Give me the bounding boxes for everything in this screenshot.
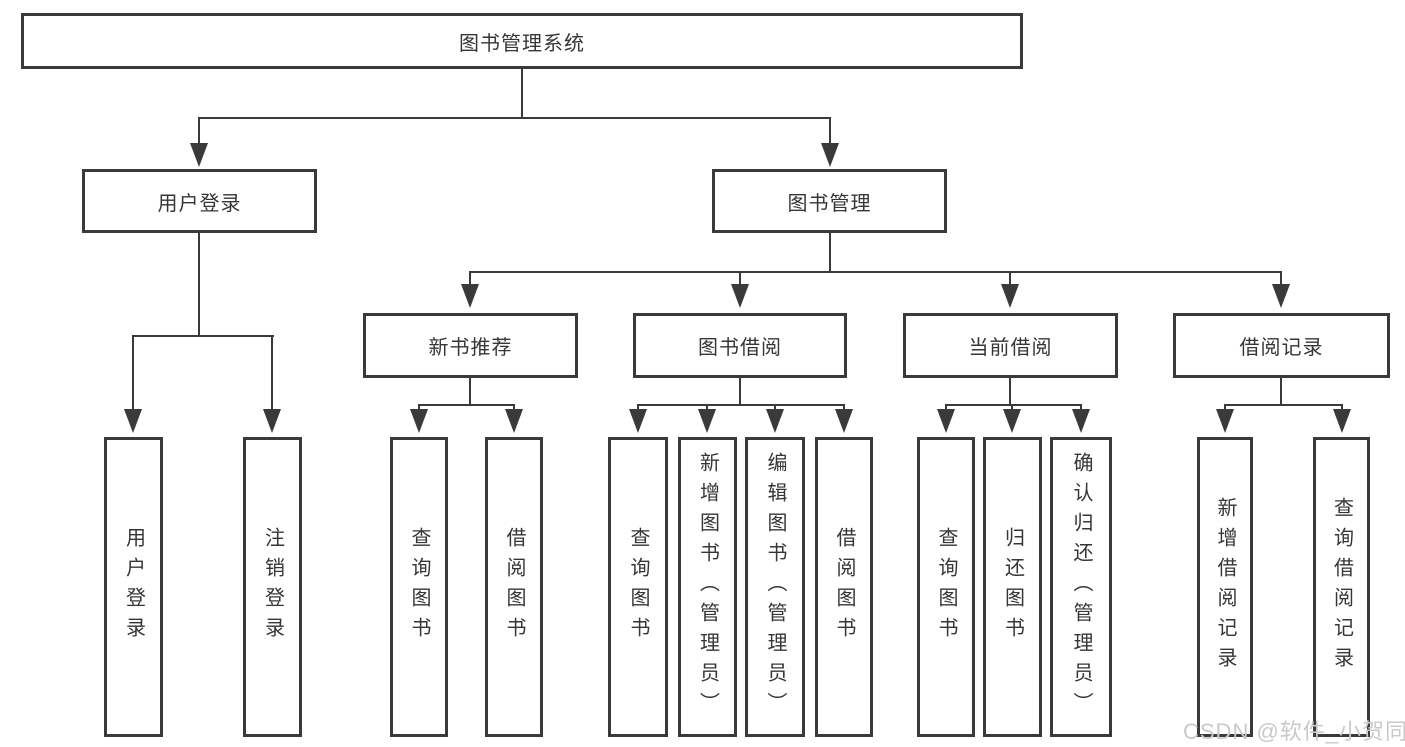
connector-line bbox=[843, 404, 845, 413]
connector-line bbox=[945, 404, 1082, 406]
connector-arrowhead-icon bbox=[1072, 409, 1090, 433]
connector-line bbox=[132, 335, 274, 337]
connector-arrowhead-icon bbox=[263, 409, 281, 433]
node-book-borrow: 图书借阅 bbox=[633, 313, 847, 378]
connector-arrowhead-icon bbox=[937, 409, 955, 433]
leaf-confirm-return-admin-label: 确认归还（管理员） bbox=[1070, 452, 1092, 722]
node-book-borrow-label: 图书借阅 bbox=[698, 337, 782, 359]
leaf-borrow-book-2: 借阅图书 bbox=[815, 437, 873, 737]
connector-line bbox=[1341, 404, 1343, 413]
node-user-login-branch: 用户登录 bbox=[82, 169, 317, 233]
connector-arrowhead-icon bbox=[1001, 284, 1019, 308]
connector-arrowhead-icon bbox=[821, 143, 839, 167]
node-new-book-recommend-label: 新书推荐 bbox=[428, 337, 513, 359]
connector-line bbox=[198, 232, 200, 337]
leaf-edit-book-admin-label: 编辑图书（管理员） bbox=[764, 452, 786, 722]
leaf-return-book-label: 归还图书 bbox=[1001, 527, 1024, 647]
leaf-logout: 注销登录 bbox=[243, 437, 302, 737]
connector-line bbox=[198, 117, 200, 147]
connector-arrowhead-icon bbox=[461, 284, 479, 308]
node-root-label: 图书管理系统 bbox=[459, 32, 585, 55]
connector-line bbox=[513, 404, 515, 413]
connector-arrowhead-icon bbox=[1216, 409, 1234, 433]
connector-line bbox=[1011, 404, 1013, 413]
node-current-borrow-label: 当前借阅 bbox=[968, 337, 1053, 359]
node-current-borrow: 当前借阅 bbox=[903, 313, 1118, 378]
leaf-user-login-label: 用户登录 bbox=[122, 527, 145, 647]
leaf-edit-book-admin: 编辑图书（管理员） bbox=[745, 437, 805, 737]
connector-arrowhead-icon bbox=[766, 409, 784, 433]
connector-arrowhead-icon bbox=[1272, 284, 1290, 308]
connector-line bbox=[1224, 404, 1226, 413]
connector-line bbox=[1280, 271, 1282, 288]
connector-line bbox=[521, 68, 523, 118]
leaf-query-book-3: 查询图书 bbox=[917, 437, 975, 737]
connector-line bbox=[469, 271, 471, 288]
leaf-query-book-2-label: 查询图书 bbox=[627, 527, 649, 647]
node-root: 图书管理系统 bbox=[21, 13, 1023, 69]
leaf-query-book-1: 查询图书 bbox=[390, 437, 448, 737]
leaf-query-book-3-label: 查询图书 bbox=[935, 527, 957, 647]
connector-line bbox=[198, 117, 831, 119]
connector-arrowhead-icon bbox=[629, 409, 647, 433]
leaf-query-book-2: 查询图书 bbox=[608, 437, 668, 737]
leaf-borrow-book-2-label: 借阅图书 bbox=[833, 527, 855, 647]
connector-line bbox=[774, 404, 776, 413]
csdn-watermark: CSDN @软件_小贺同学 bbox=[1183, 719, 1405, 744]
connector-line bbox=[739, 378, 741, 406]
connector-line bbox=[132, 335, 134, 413]
connector-arrowhead-icon bbox=[698, 409, 716, 433]
node-borrow-records-label: 借阅记录 bbox=[1239, 337, 1324, 359]
node-user-login-branch-label: 用户登录 bbox=[157, 192, 242, 215]
connector-line bbox=[945, 404, 947, 413]
leaf-confirm-return-admin: 确认归还（管理员） bbox=[1050, 437, 1112, 737]
connector-arrowhead-icon bbox=[410, 409, 428, 433]
connector-line bbox=[829, 233, 831, 273]
node-book-management-branch-label: 图书管理 bbox=[787, 192, 872, 215]
connector-line bbox=[469, 271, 1282, 273]
connector-arrowhead-icon bbox=[835, 409, 853, 433]
connector-arrowhead-icon bbox=[731, 284, 749, 308]
connector-line bbox=[1009, 378, 1011, 406]
connector-line bbox=[637, 404, 639, 413]
connector-line bbox=[271, 335, 273, 413]
connector-line bbox=[418, 404, 420, 413]
connector-arrowhead-icon bbox=[124, 409, 142, 433]
connector-line bbox=[418, 404, 515, 406]
connector-line bbox=[1009, 271, 1011, 288]
connector-line bbox=[637, 404, 845, 406]
leaf-add-book-admin-label: 新增图书（管理员） bbox=[696, 452, 719, 722]
connector-line bbox=[1280, 378, 1282, 406]
connector-line bbox=[1080, 404, 1082, 413]
leaf-query-borrow-record: 查询借阅记录 bbox=[1313, 437, 1370, 737]
leaf-borrow-book-1: 借阅图书 bbox=[485, 437, 543, 737]
node-new-book-recommend: 新书推荐 bbox=[363, 313, 578, 378]
leaf-add-borrow-record: 新增借阅记录 bbox=[1197, 437, 1253, 737]
leaf-add-book-admin: 新增图书（管理员） bbox=[678, 437, 737, 737]
connector-line bbox=[469, 378, 471, 406]
connector-line bbox=[739, 271, 741, 288]
leaf-return-book: 归还图书 bbox=[983, 437, 1042, 737]
connector-line bbox=[1224, 404, 1343, 406]
leaf-add-borrow-record-label: 新增借阅记录 bbox=[1214, 497, 1236, 677]
connector-arrowhead-icon bbox=[190, 143, 208, 167]
leaf-logout-label: 注销登录 bbox=[261, 527, 284, 647]
leaf-user-login: 用户登录 bbox=[104, 437, 163, 737]
leaf-borrow-book-1-label: 借阅图书 bbox=[503, 527, 525, 647]
connector-line bbox=[829, 117, 831, 147]
connector-line bbox=[706, 404, 708, 413]
leaf-query-book-1-label: 查询图书 bbox=[408, 527, 430, 647]
node-borrow-records: 借阅记录 bbox=[1173, 313, 1390, 378]
leaf-query-borrow-record-label: 查询借阅记录 bbox=[1330, 497, 1353, 677]
connector-arrowhead-icon bbox=[1333, 409, 1351, 433]
connector-arrowhead-icon bbox=[505, 409, 523, 433]
connector-arrowhead-icon bbox=[1003, 409, 1021, 433]
node-book-management-branch: 图书管理 bbox=[712, 169, 947, 233]
